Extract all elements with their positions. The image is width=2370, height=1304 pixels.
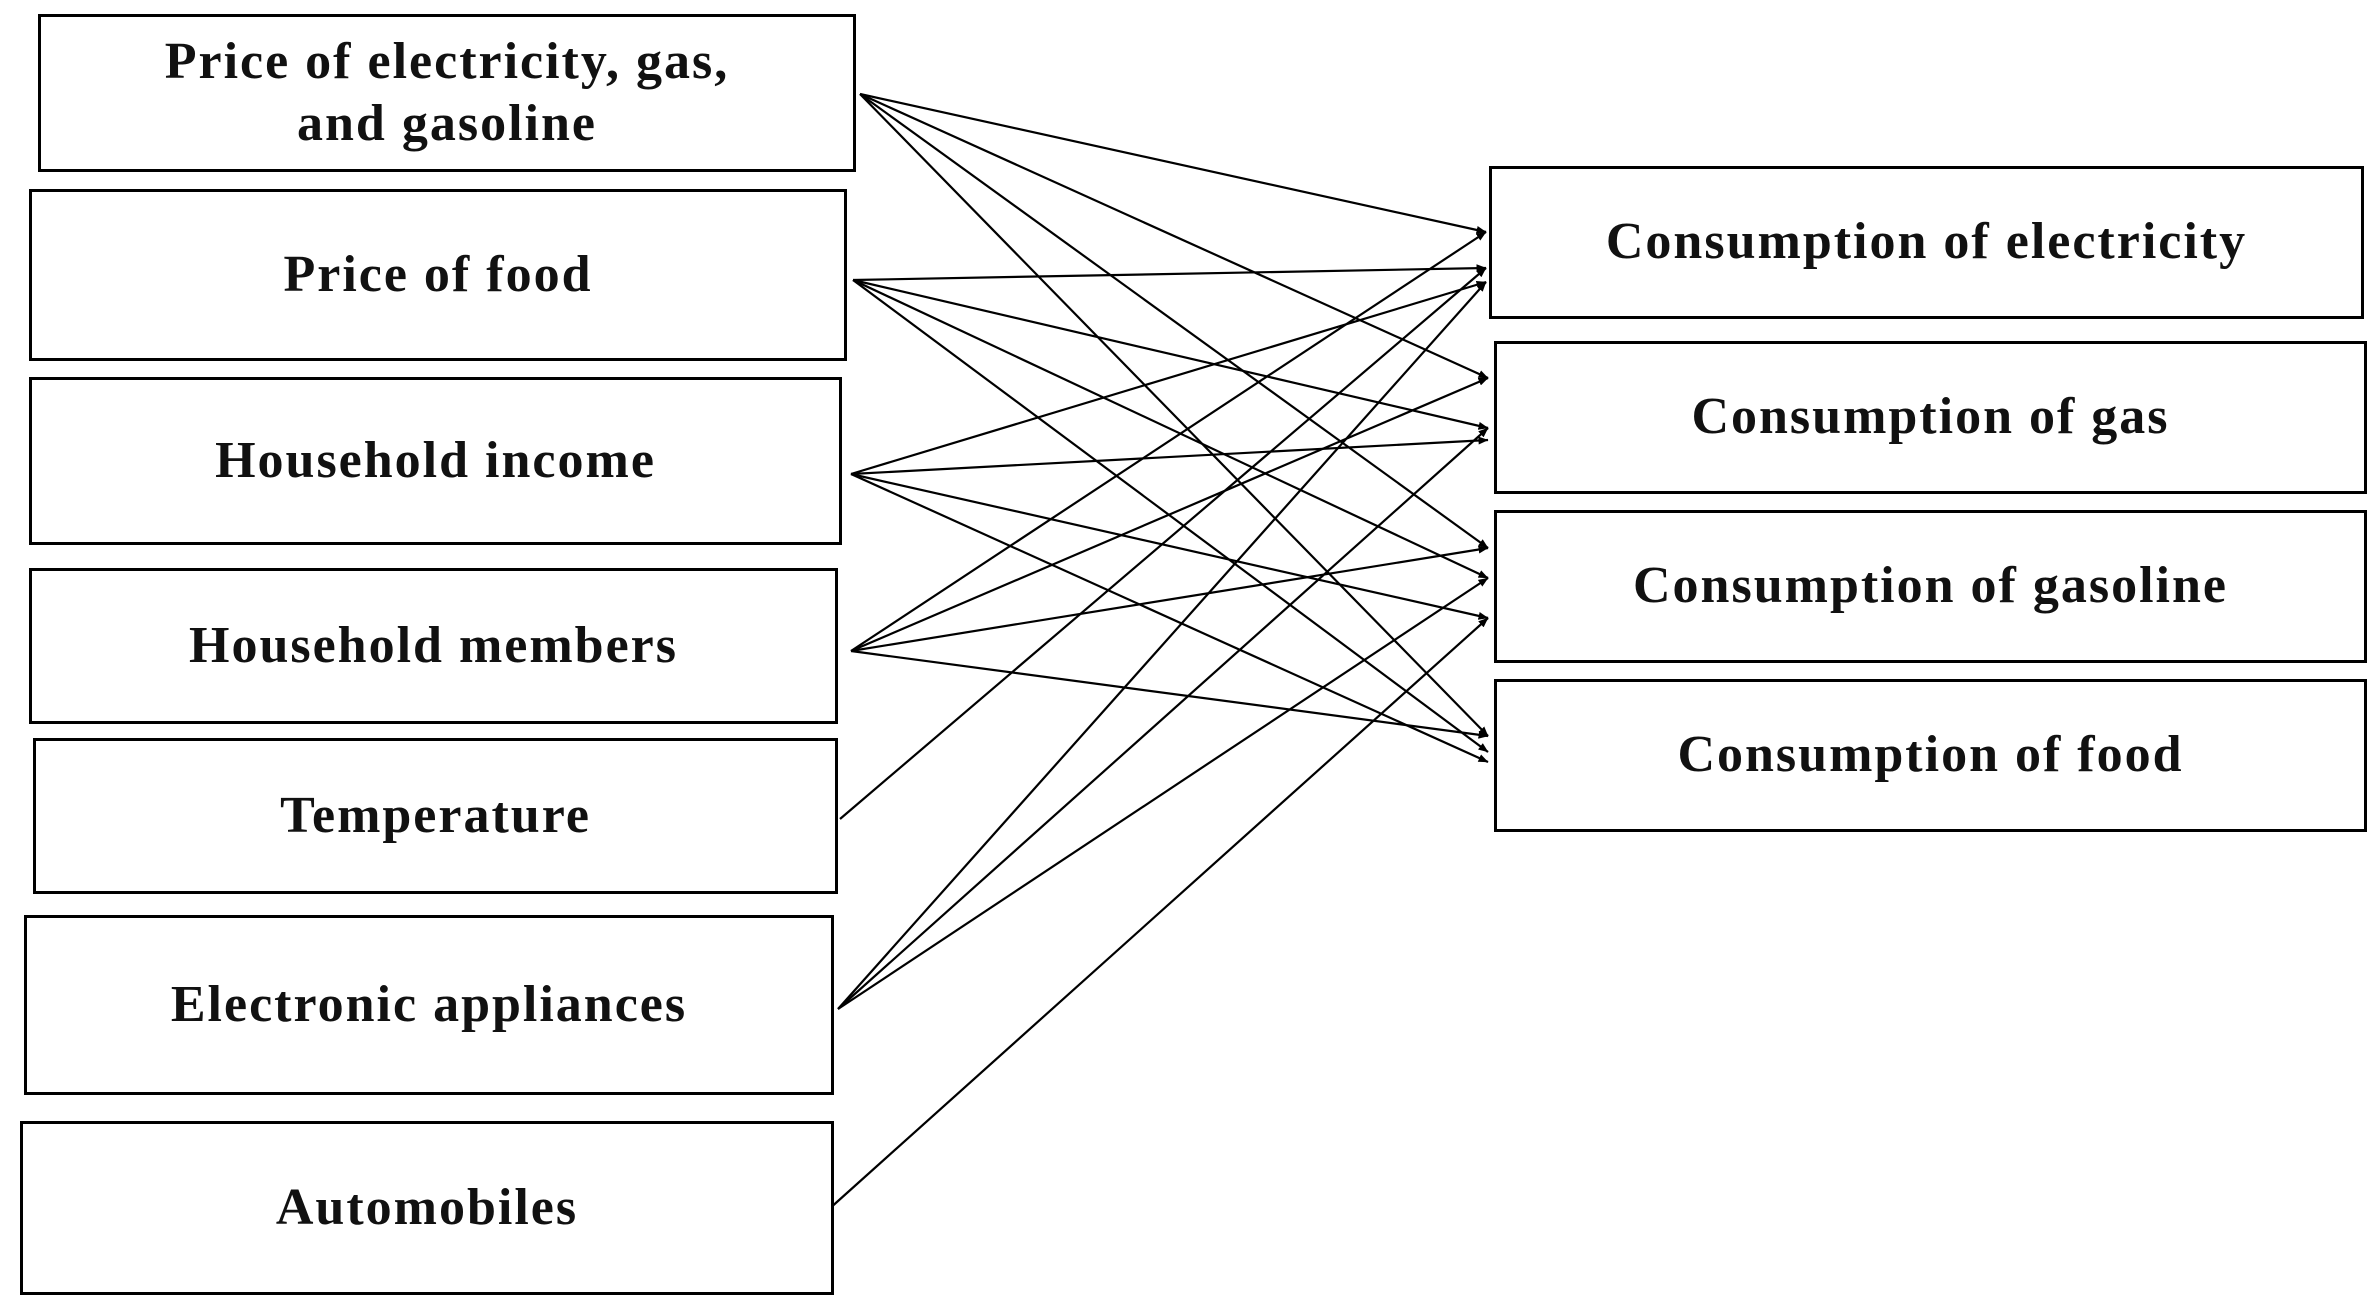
arrow-household-income-to-consumption-gasoline <box>850 472 1489 620</box>
arrow-electronic-appliances-to-consumption-gasoline <box>837 577 1489 1010</box>
arrow-price-food-to-consumption-food <box>852 279 1489 753</box>
input-box-electronic-appliances: Electronic appliances <box>24 915 834 1095</box>
arrow-household-income-to-consumption-food <box>850 472 1489 764</box>
arrow-household-income-to-consumption-electricity <box>850 280 1487 476</box>
input-label-household-members: Household members <box>189 616 678 674</box>
output-box-consumption-gasoline: Consumption of gasoline <box>1494 510 2367 663</box>
arrow-price-energy-to-consumption-gasoline <box>859 93 1489 549</box>
arrow-price-food-to-consumption-electricity <box>852 264 1487 282</box>
output-label-consumption-food: Consumption of food <box>1677 726 2184 784</box>
arrow-household-members-to-consumption-gasoline <box>850 545 1489 653</box>
arrow-price-energy-to-consumption-gas <box>859 92 1489 380</box>
output-label-consumption-gas: Consumption of gas <box>1691 388 2170 446</box>
arrow-household-income-to-consumption-gas <box>850 436 1489 476</box>
arrow-automobiles-to-consumption-gasoline <box>827 617 1489 1211</box>
input-box-price-energy: Price of electricity, gas, and gasoline <box>38 14 856 172</box>
arrow-price-energy-to-consumption-food <box>859 93 1489 737</box>
input-label-electronic-appliances: Electronic appliances <box>170 975 688 1033</box>
arrow-household-members-to-consumption-food <box>850 649 1489 739</box>
output-label-consumption-gasoline: Consumption of gasoline <box>1633 557 2228 615</box>
input-box-automobiles: Automobiles <box>20 1121 834 1295</box>
input-label-automobiles: Automobiles <box>275 1178 579 1236</box>
arrow-household-members-to-consumption-electricity <box>850 231 1487 652</box>
arrow-price-food-to-consumption-gasoline <box>852 279 1489 579</box>
output-label-consumption-electricity: Consumption of electricity <box>1605 213 2248 271</box>
input-box-household-income: Household income <box>29 377 842 545</box>
arrow-price-energy-to-consumption-electricity <box>859 92 1487 234</box>
output-box-consumption-food: Consumption of food <box>1494 679 2367 832</box>
arrow-electronic-appliances-to-consumption-gas <box>837 427 1489 1010</box>
input-label-price-food: Price of food <box>283 245 593 303</box>
input-box-household-members: Household members <box>29 568 838 724</box>
input-label-temperature: Temperature <box>280 786 591 844</box>
input-box-temperature: Temperature <box>33 738 838 894</box>
output-box-consumption-electricity: Consumption of electricity <box>1489 166 2364 319</box>
arrow-temperature-to-consumption-electricity <box>839 267 1487 820</box>
output-box-consumption-gas: Consumption of gas <box>1494 341 2367 494</box>
input-label-price-energy: Price of electricity, gas, and gasoline <box>164 32 730 152</box>
arrow-household-members-to-consumption-gas <box>850 376 1489 653</box>
arrow-electronic-appliances-to-consumption-electricity <box>837 281 1487 1010</box>
input-box-price-food: Price of food <box>29 189 847 361</box>
input-label-household-income: Household income <box>215 431 656 489</box>
arrow-price-food-to-consumption-gas <box>852 278 1489 430</box>
